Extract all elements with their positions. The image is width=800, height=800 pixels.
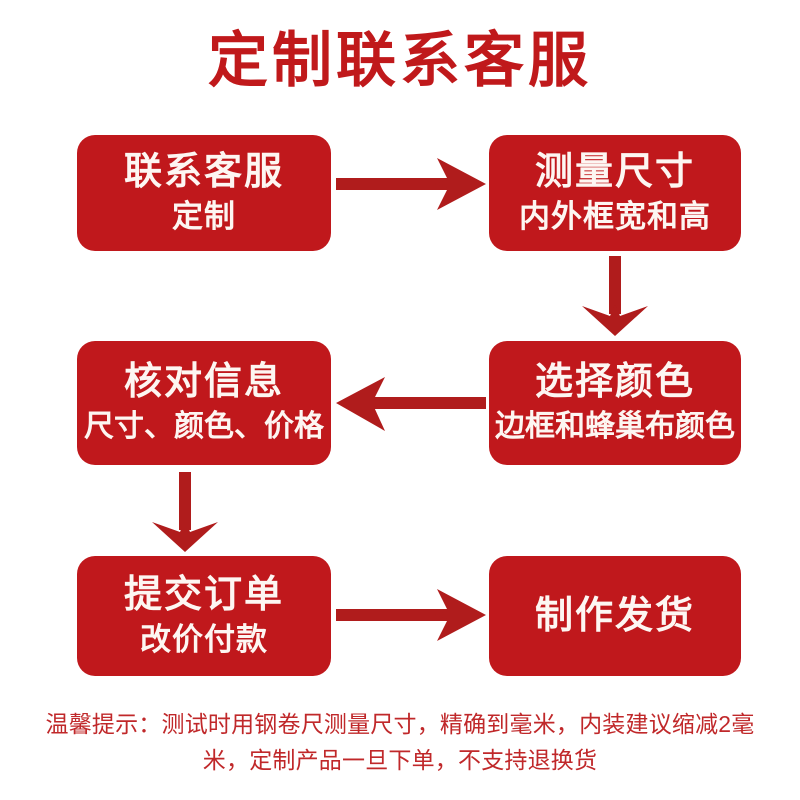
arrow-right-icon-contact-to-measure — [336, 158, 486, 210]
flow-step-color[interactable]: 选择颜色 边框和蜂巢布颜色 — [489, 341, 741, 465]
flow-step-contact-subtitle: 定制 — [172, 199, 236, 234]
flow-step-submit-subtitle: 改价付款 — [140, 622, 268, 657]
flow-step-measure[interactable]: 测量尺寸 内外框宽和高 — [489, 135, 741, 251]
arrow-down-icon-measure-to-color — [582, 256, 648, 336]
flow-step-ship-title: 制作发货 — [534, 595, 695, 637]
flow-step-measure-title: 测量尺寸 — [534, 151, 695, 193]
flow-step-ship[interactable]: 制作发货 — [489, 556, 741, 676]
footer-note: 温馨提示：测试时用钢卷尺测量尺寸，精确到毫米，内装建议缩减2毫米，定制产品一旦下… — [45, 711, 755, 773]
flow-step-contact[interactable]: 联系客服 定制 — [77, 135, 331, 251]
flow-step-submit[interactable]: 提交订单 改价付款 — [77, 556, 331, 676]
flow-step-verify-subtitle: 尺寸、颜色、价格 — [84, 410, 324, 443]
flow-step-verify-title: 核对信息 — [123, 361, 284, 403]
page-title: 定制联系客服 — [208, 27, 592, 94]
flow-step-color-title: 选择颜色 — [534, 361, 695, 403]
arrow-right-icon-submit-to-ship — [336, 589, 486, 641]
flow-step-submit-title: 提交订单 — [123, 574, 284, 616]
flow-step-contact-title: 联系客服 — [123, 151, 284, 193]
flow-step-color-subtitle: 边框和蜂巢布颜色 — [495, 410, 735, 443]
flow-step-measure-subtitle: 内外框宽和高 — [519, 199, 711, 234]
flow-step-verify[interactable]: 核对信息 尺寸、颜色、价格 — [77, 341, 331, 465]
arrow-down-icon-verify-to-submit — [152, 472, 218, 552]
arrow-left-icon-color-to-verify — [336, 375, 486, 431]
